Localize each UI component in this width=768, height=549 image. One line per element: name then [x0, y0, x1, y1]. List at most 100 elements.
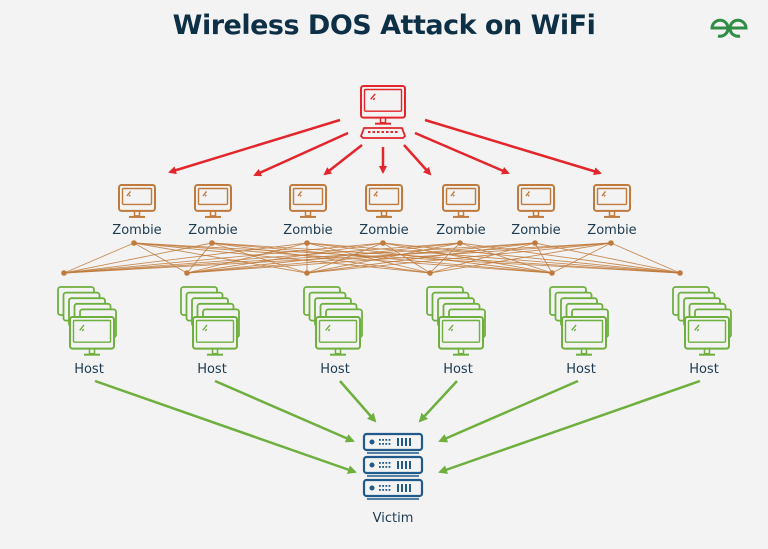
mesh-link	[534, 242, 681, 274]
mesh-link	[133, 242, 188, 274]
attack-arrow	[403, 144, 432, 176]
geeksforgeeks-logo-icon	[710, 18, 748, 38]
mesh-link	[306, 242, 431, 274]
mesh-link	[211, 242, 431, 274]
mesh-link	[459, 242, 681, 274]
computer-icon	[438, 316, 484, 356]
mesh-link	[306, 242, 553, 274]
zombie-label: Zombie	[359, 223, 408, 238]
computer-icon	[593, 184, 631, 218]
zombie-node: Zombie	[283, 184, 333, 238]
mesh-link	[186, 242, 536, 274]
mesh-node	[61, 270, 67, 276]
attack-arrow	[414, 131, 510, 175]
mesh-node	[184, 270, 190, 276]
zombie-node: Zombie	[359, 184, 409, 238]
mesh-node	[549, 270, 555, 276]
flood-arrow	[339, 380, 377, 423]
zombie-node: Zombie	[511, 184, 561, 238]
host-node: Host	[180, 286, 240, 377]
attack-arrow	[168, 118, 341, 175]
mesh-node	[304, 270, 310, 276]
mesh-link	[429, 242, 612, 274]
mesh-link	[63, 242, 308, 274]
computer-icon	[365, 184, 403, 218]
mesh-link	[63, 242, 536, 274]
computer-icon	[69, 316, 115, 356]
host-label: Host	[320, 362, 350, 377]
mesh-link	[610, 242, 681, 274]
mesh-link	[133, 242, 308, 274]
flood-arrow	[94, 379, 357, 474]
host-node: Host	[57, 286, 117, 377]
mesh-node	[131, 240, 137, 246]
mesh-link	[63, 242, 135, 274]
host-node: Host	[549, 286, 609, 377]
mesh-node	[209, 240, 215, 246]
mesh-link	[459, 242, 553, 274]
flood-arrow	[418, 380, 458, 423]
mesh-link	[133, 242, 431, 274]
zombie-label: Zombie	[188, 223, 237, 238]
computer-icon	[684, 316, 730, 356]
attack-arrow	[424, 118, 602, 176]
computer-icon	[359, 85, 407, 139]
computer-icon	[192, 316, 238, 356]
host-label: Host	[197, 362, 227, 377]
computer-icon	[289, 184, 327, 218]
zombie-node: Zombie	[112, 184, 162, 238]
zombie-label: Zombie	[283, 223, 332, 238]
host-label: Host	[74, 362, 104, 377]
computer-icon	[442, 184, 480, 218]
victim-server: Victim	[362, 432, 424, 526]
mesh-link	[551, 242, 612, 274]
attacker-computer	[359, 85, 407, 139]
mesh-link	[382, 242, 553, 274]
zombie-node: Zombie	[436, 184, 486, 238]
flood-arrow	[438, 379, 579, 443]
host-label: Host	[443, 362, 473, 377]
zombie-label: Zombie	[112, 223, 161, 238]
diagram-title: Wireless DOS Attack on WiFi	[172, 10, 596, 41]
mesh-link	[534, 242, 553, 274]
computer-icon	[315, 316, 361, 356]
mesh-link	[211, 242, 553, 274]
computer-icon	[194, 184, 232, 218]
mesh-link	[306, 242, 681, 274]
mesh-node	[532, 240, 538, 246]
mesh-node	[427, 270, 433, 276]
mesh-link	[133, 242, 681, 274]
zombie-label: Zombie	[511, 223, 560, 238]
mesh-link	[382, 242, 681, 274]
mesh-node	[304, 240, 310, 246]
flood-arrows	[94, 379, 701, 474]
flood-arrow	[438, 379, 701, 474]
flood-arrow	[214, 379, 355, 443]
mesh-node	[457, 240, 463, 246]
host-node: Host	[672, 286, 732, 377]
zombie-host-mesh	[61, 240, 683, 276]
zombie-group: Zombie Zombie Zombie Zombie Zombie Zombie Zomb…	[112, 184, 637, 238]
mesh-node	[608, 240, 614, 246]
host-node: Host	[426, 286, 486, 377]
host-label: Host	[566, 362, 596, 377]
attack-arrow	[323, 144, 363, 176]
zombie-label: Zombie	[587, 223, 636, 238]
victim-label: Victim	[373, 511, 414, 526]
mesh-node	[380, 240, 386, 246]
host-group: Host Host Host Host Host Host	[57, 286, 732, 377]
zombie-node: Zombie	[188, 184, 238, 238]
attack-arrow	[253, 131, 349, 177]
zombie-label: Zombie	[436, 223, 485, 238]
attack-command-arrows	[168, 118, 602, 177]
computer-icon	[517, 184, 555, 218]
mesh-link	[429, 242, 536, 274]
server-icon	[362, 432, 424, 500]
host-node: Host	[303, 286, 363, 377]
mesh-link	[63, 242, 384, 274]
host-label: Host	[689, 362, 719, 377]
mesh-node	[677, 270, 683, 276]
computer-icon	[561, 316, 607, 356]
mesh-link	[211, 242, 681, 274]
